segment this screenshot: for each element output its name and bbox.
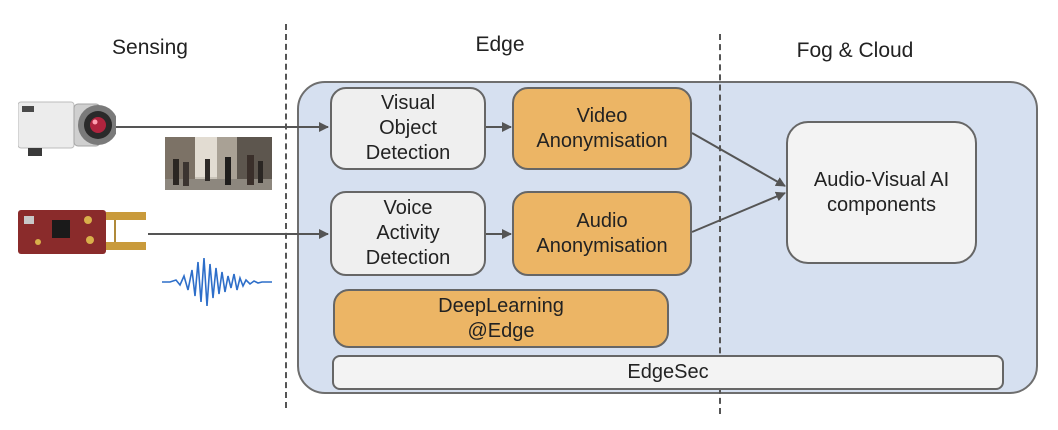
arrow-audio-to-ai xyxy=(691,191,786,233)
arrow-video-to-ai xyxy=(691,132,786,187)
header-edge: Edge xyxy=(475,33,525,56)
video-anonymisation-box: Video Anonymisation xyxy=(512,87,692,170)
audio-visual-ai-box: Audio-Visual AI components xyxy=(786,121,977,264)
separator-edge-fog xyxy=(719,34,721,414)
deeplearning-edge-box: DeepLearning @Edge xyxy=(333,289,669,348)
header-fog-cloud: Fog & Cloud xyxy=(796,39,914,62)
visual-object-detection-box: Visual Object Detection xyxy=(330,87,486,170)
audio-anonymisation-box: Audio Anonymisation xyxy=(512,191,692,276)
separator-sensing-edge xyxy=(285,24,287,408)
camera-icon xyxy=(18,101,116,156)
header-sensing: Sensing xyxy=(112,36,188,59)
voice-activity-detection-box: Voice Activity Detection xyxy=(330,191,486,276)
audio-waveform-icon xyxy=(162,257,272,307)
microphone-board-icon xyxy=(18,210,146,254)
edgesec-box: EdgeSec xyxy=(332,355,1004,390)
street-scene-thumbnail xyxy=(165,137,272,190)
